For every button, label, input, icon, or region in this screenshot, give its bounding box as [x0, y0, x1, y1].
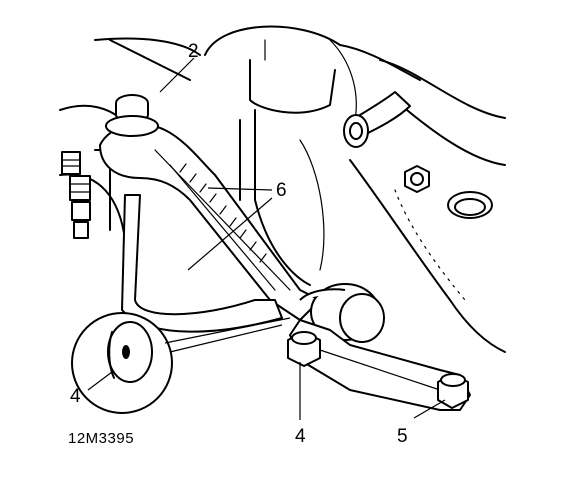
callout-6: 6	[276, 180, 287, 201]
mounting-bracket	[287, 319, 471, 411]
vehicle-structure	[59, 25, 506, 353]
callout-4-inset: 4	[70, 386, 81, 407]
callout-5: 5	[397, 426, 408, 447]
lower-arm	[99, 94, 385, 343]
callout-2: 2	[188, 41, 199, 62]
left-hardware	[61, 149, 111, 239]
bush-detail-inset	[71, 312, 291, 414]
callout-4: 4	[295, 426, 306, 447]
figure-code: 12M3395	[68, 430, 134, 447]
leader-lines	[87, 57, 446, 420]
